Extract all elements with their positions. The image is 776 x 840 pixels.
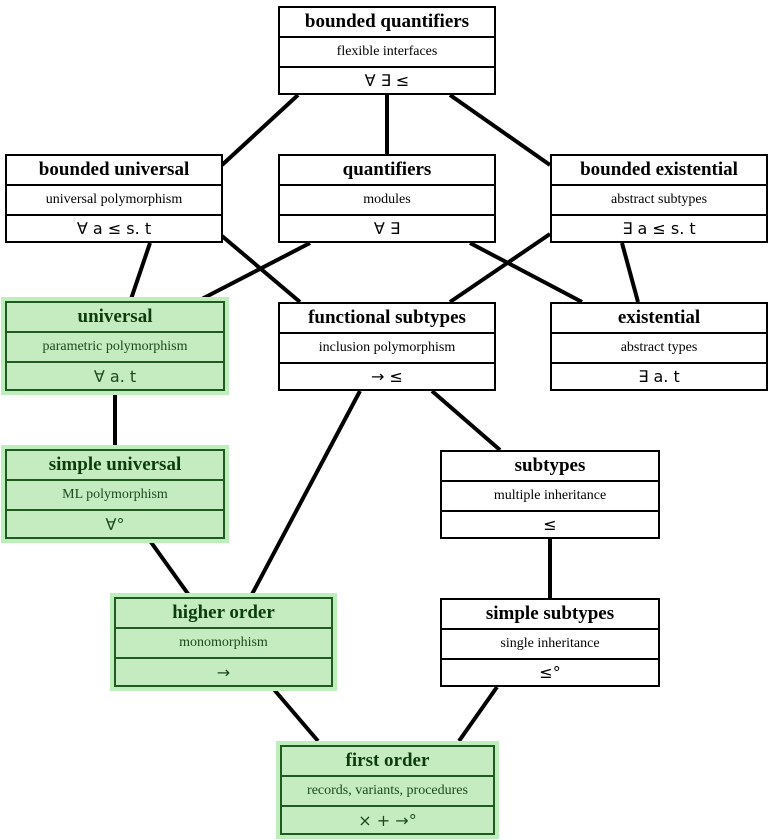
edge-bounded-existential-to-functional-subtypes bbox=[448, 232, 552, 304]
node-title: universal bbox=[77, 306, 153, 327]
node-symbols: ∀ ∃ bbox=[280, 214, 494, 241]
edge-bounded-existential-to-existential bbox=[620, 242, 640, 303]
node-title: first order bbox=[345, 750, 430, 771]
node-title: simple universal bbox=[48, 454, 182, 475]
node-title: quantifiers bbox=[342, 159, 432, 180]
node-bounded-existential: bounded existential abstract subtypes ∃ … bbox=[550, 154, 768, 243]
edge-quantifiers-to-universal bbox=[195, 241, 311, 304]
node-subtitle: multiple inheritance bbox=[442, 480, 658, 510]
node-symbols: × + →° bbox=[282, 805, 493, 833]
edge-simple-subtypes-to-first-order bbox=[457, 685, 499, 743]
node-title: bounded existential bbox=[580, 159, 738, 180]
edge-simple-universal-to-higher-order bbox=[146, 536, 193, 600]
node-title: bounded universal bbox=[38, 159, 190, 180]
node-subtitle: abstract types bbox=[552, 332, 766, 362]
node-symbols: ∃ a ≤ s. t bbox=[552, 214, 766, 241]
node-subtypes: subtypes multiple inheritance ≤ bbox=[440, 450, 660, 539]
node-existential: existential abstract types ∃ a. t bbox=[550, 302, 768, 391]
node-subtitle: modules bbox=[280, 184, 494, 214]
node-bounded-universal: bounded universal universal polymorphism… bbox=[5, 154, 223, 243]
node-symbols: ∃ a. t bbox=[552, 362, 766, 389]
node-subtitle: monomorphism bbox=[116, 627, 331, 657]
edge-functional-subtypes-to-subtypes bbox=[430, 389, 502, 452]
node-symbols: ∀ a. t bbox=[7, 361, 223, 389]
edge-higher-order-to-first-order bbox=[269, 684, 320, 743]
edge-bounded-universal-to-universal bbox=[128, 242, 152, 303]
node-quantifiers: quantifiers modules ∀ ∃ bbox=[278, 154, 496, 243]
node-universal: universal parametric polymorphism ∀ a. t bbox=[1, 297, 229, 395]
node-subtitle: parametric polymorphism bbox=[7, 331, 223, 361]
node-title: subtypes bbox=[514, 455, 586, 476]
node-subtitle: inclusion polymorphism bbox=[280, 332, 494, 362]
edge-quantifiers-to-existential bbox=[469, 241, 583, 304]
node-symbols: ∀° bbox=[7, 509, 223, 537]
node-symbols: → bbox=[116, 657, 331, 685]
node-title: functional subtypes bbox=[308, 307, 466, 328]
node-subtitle: single inheritance bbox=[442, 628, 658, 658]
node-simple-subtypes: simple subtypes single inheritance ≤° bbox=[440, 598, 660, 687]
node-title: existential bbox=[617, 307, 701, 328]
node-subtitle: abstract subtypes bbox=[552, 184, 766, 214]
node-subtitle: universal polymorphism bbox=[7, 184, 221, 214]
node-title: bounded quantifiers bbox=[304, 11, 470, 32]
edge-bounded-quantifiers-to-bounded-universal bbox=[220, 93, 300, 167]
node-symbols: ∀ ∃ ≤ bbox=[280, 66, 494, 93]
node-symbols: → ≤ bbox=[280, 362, 494, 389]
node-subtitle: records, variants, procedures bbox=[282, 775, 493, 805]
node-first-order: first order records, variants, procedure… bbox=[276, 741, 499, 839]
node-simple-universal: simple universal ML polymorphism ∀° bbox=[1, 445, 229, 543]
node-symbols: ≤° bbox=[442, 658, 658, 685]
node-higher-order: higher order monomorphism → bbox=[110, 593, 337, 691]
node-title: higher order bbox=[172, 602, 275, 623]
node-subtitle: ML polymorphism bbox=[7, 479, 223, 509]
node-symbols: ∀ a ≤ s. t bbox=[7, 214, 221, 241]
edge-bounded-quantifiers-to-bounded-existential bbox=[448, 93, 552, 167]
edge-functional-subtypes-to-higher-order bbox=[248, 390, 362, 599]
node-functional-subtypes: functional subtypes inclusion polymorphi… bbox=[278, 302, 496, 391]
node-title: simple subtypes bbox=[485, 603, 615, 624]
node-bounded-quantifiers: bounded quantifiers flexible interfaces … bbox=[278, 6, 496, 95]
node-symbols: ≤ bbox=[442, 510, 658, 537]
node-subtitle: flexible interfaces bbox=[280, 36, 494, 66]
